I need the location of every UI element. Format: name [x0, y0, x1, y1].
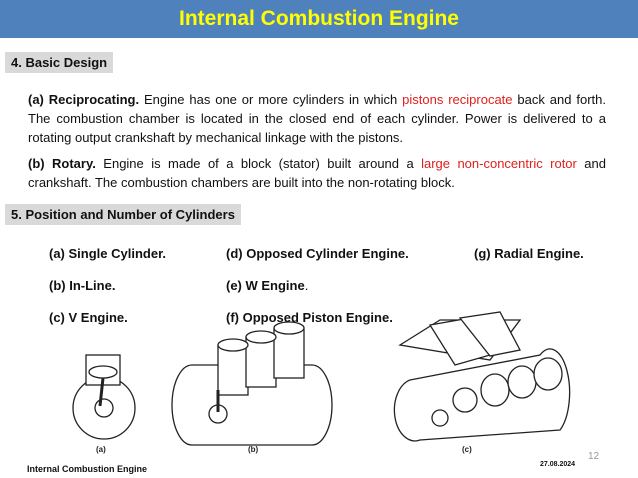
reciprocating-text-1: Engine has one or more cylinders in whic…	[139, 92, 403, 107]
type-single-cylinder: (a) Single Cylinder.	[49, 246, 167, 261]
type-in-line: (b) In-Line.	[49, 278, 116, 293]
reciprocating-heading: (a) Reciprocating.	[28, 92, 140, 107]
type-w-engine: (e) W Engine.	[226, 278, 308, 293]
title-bar: Internal Combustion Engine	[0, 0, 638, 38]
figure-label-c: (c)	[462, 445, 472, 454]
reciprocating-text-2: back and forth. The combustion chamber i…	[28, 92, 606, 145]
paragraph-reciprocating: (a) Reciprocating. Engine has one or mor…	[28, 90, 606, 147]
footer-date: 27.08.2024	[540, 461, 576, 468]
footer-title: Internal Combustion Engine	[27, 464, 148, 474]
figure-in-line	[171, 321, 333, 446]
figure-label-a: (a)	[96, 445, 106, 454]
reciprocating-highlight: pistons reciprocate	[402, 92, 513, 107]
page-number: 12	[588, 451, 600, 462]
type-radial: (g) Radial Engine.	[474, 246, 584, 261]
figure-v-engine	[393, 311, 571, 442]
type-w-engine-period: .	[304, 278, 309, 293]
section-basic-design: 4. Basic Design	[5, 52, 114, 73]
rotary-heading: (b) Rotary.	[28, 156, 96, 171]
figure-single-cylinder	[72, 354, 136, 440]
type-v-engine: (c) V Engine.	[49, 310, 128, 325]
rotary-text-2: and crankshaft. The combustion chambers …	[28, 156, 606, 190]
page-title: Internal Combustion Engine	[178, 7, 459, 30]
type-opposed-piston: (f) Opposed Piston Engine.	[226, 310, 393, 325]
paragraph-rotary: (b) Rotary. Engine is made of a block (s…	[28, 154, 606, 192]
section-position-number: 5. Position and Number of Cylinders	[5, 204, 241, 225]
rotary-text-1: Engine is made of a block (stator) built…	[95, 156, 422, 171]
type-opposed-cylinder: (d) Opposed Cylinder Engine.	[226, 246, 409, 261]
type-w-engine-label: (e) W Engine	[226, 278, 305, 293]
figure-label-b: (b)	[248, 445, 259, 454]
rotary-highlight: large non-concentric rotor	[421, 156, 577, 171]
